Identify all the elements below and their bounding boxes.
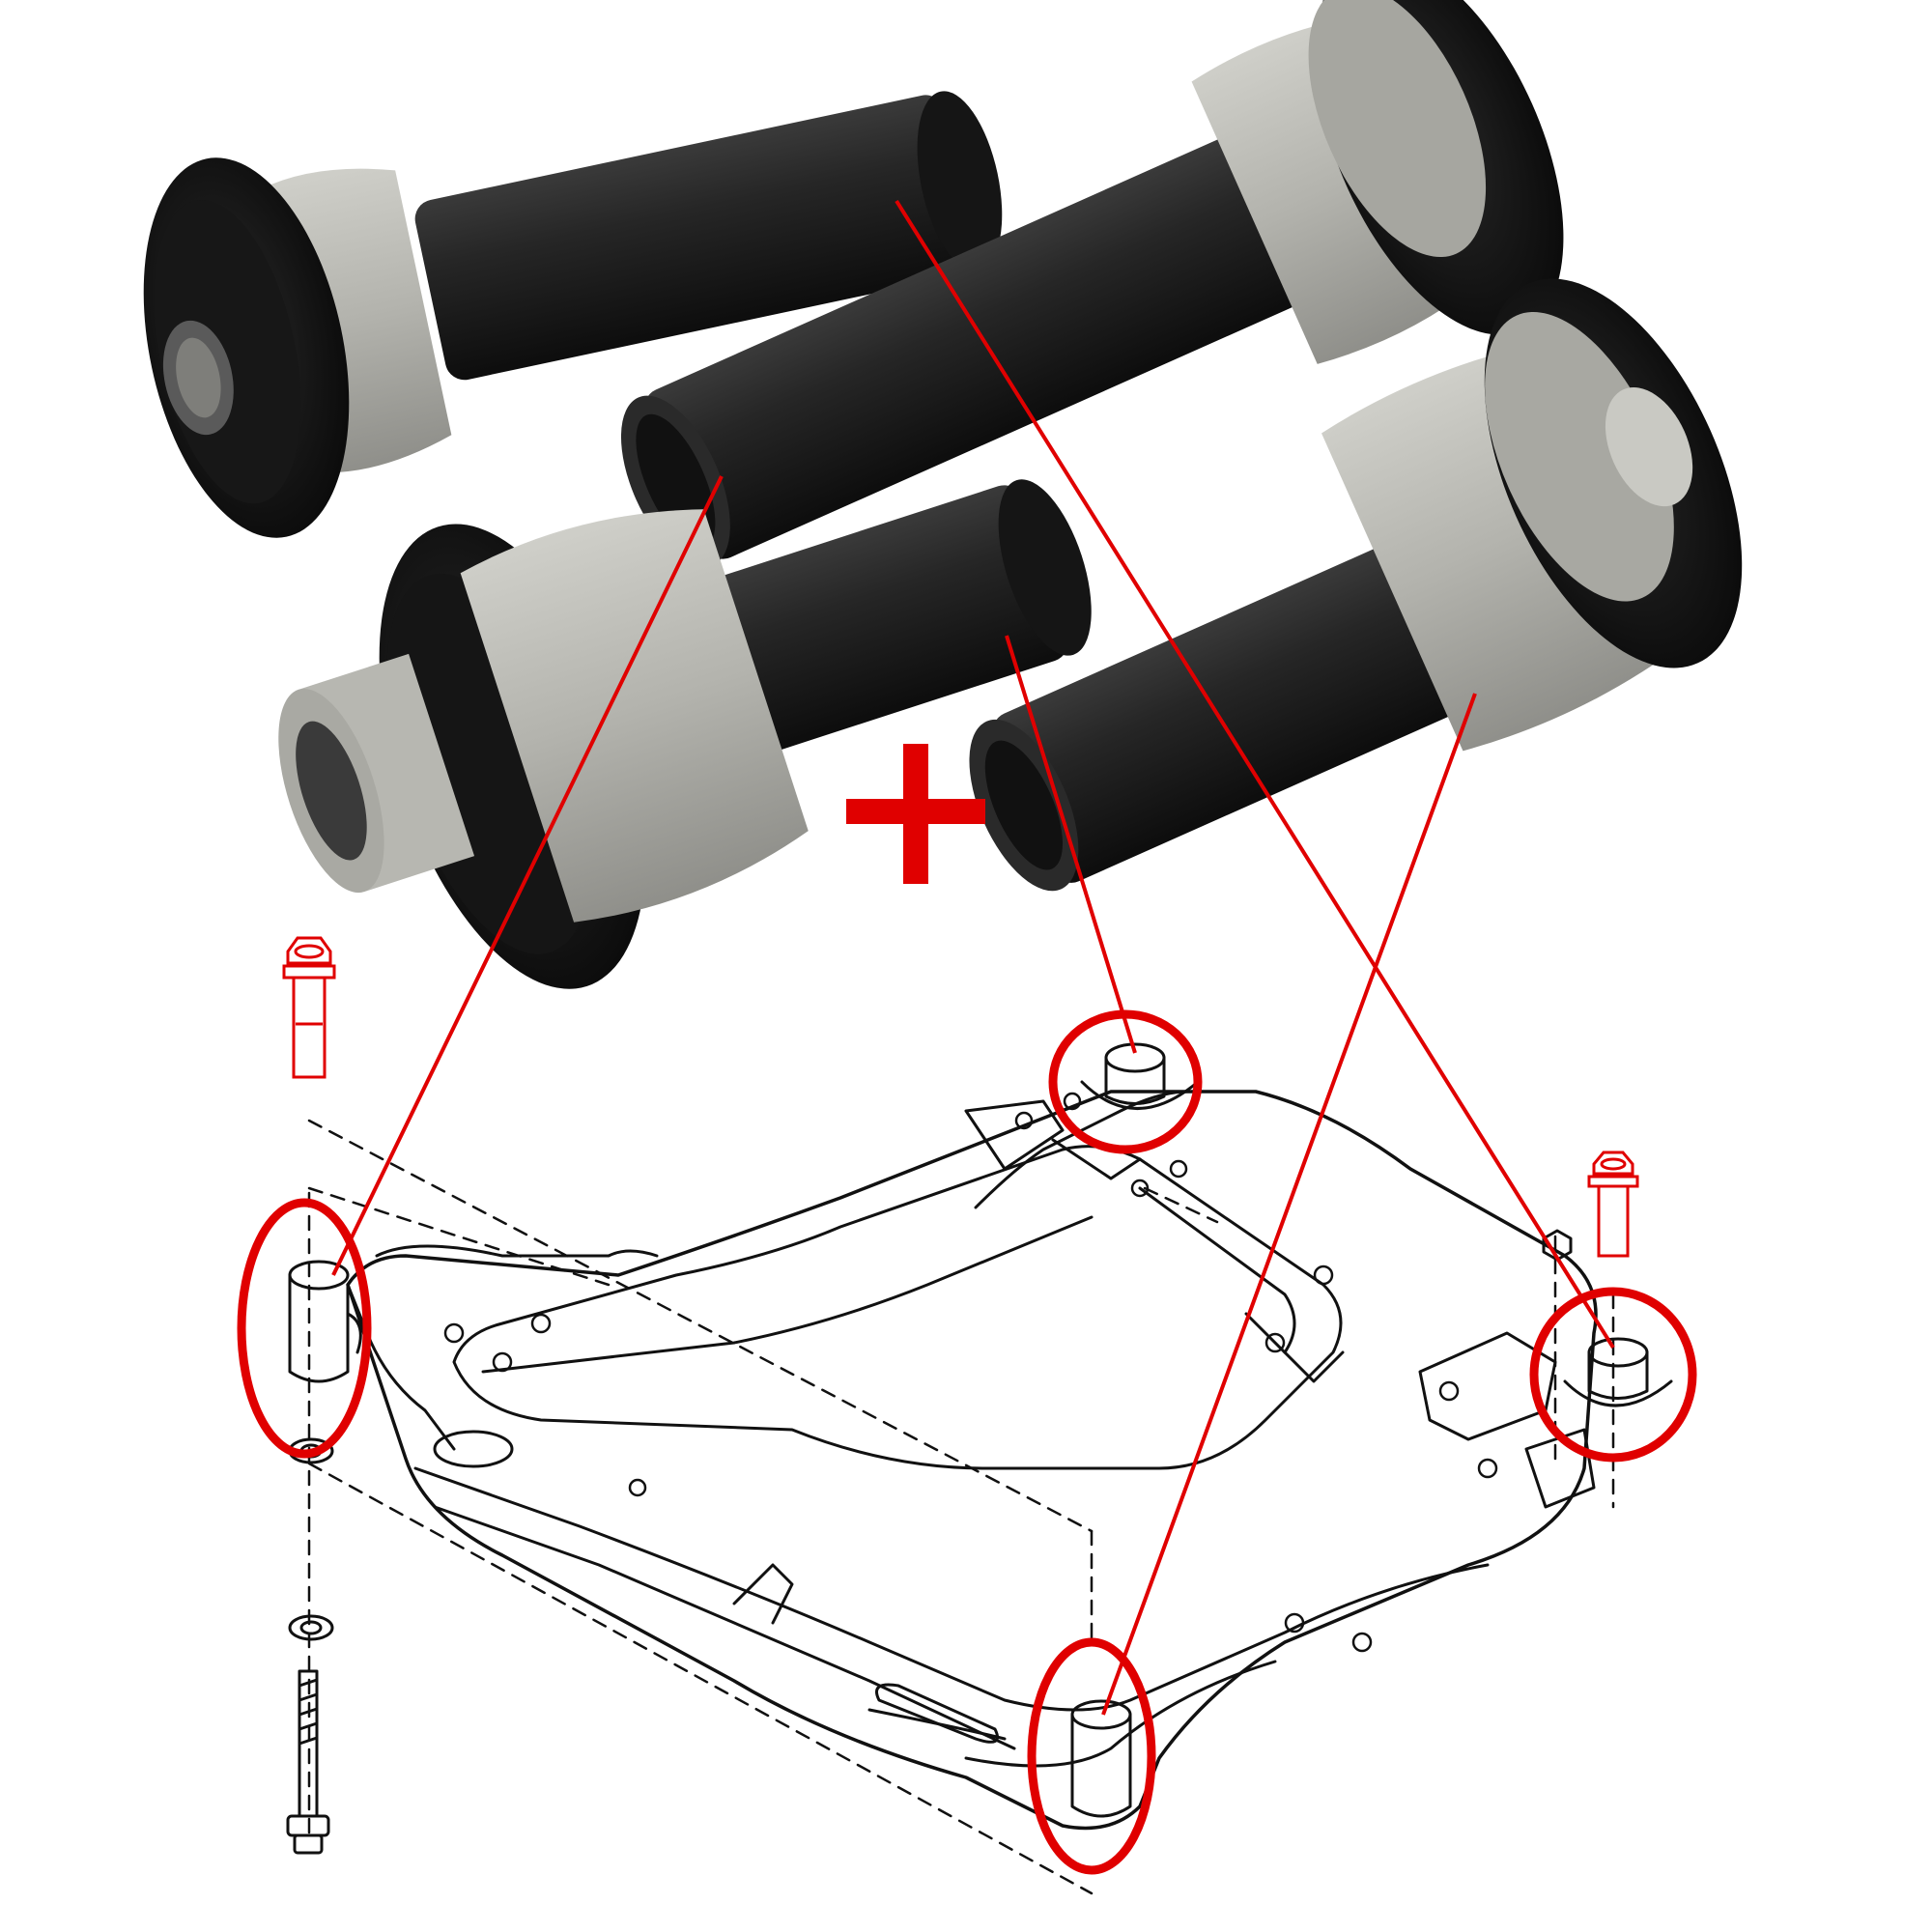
upper-bolt-left-icon bbox=[282, 936, 336, 1079]
rubber-flange bbox=[143, 157, 350, 538]
line-bushing-to-rear-mount bbox=[1005, 635, 1137, 1054]
bushing-front-left bbox=[278, 479, 1092, 989]
mount-boss-left bbox=[288, 1260, 362, 1383]
long-bolt-icon bbox=[286, 1669, 330, 1855]
highlight-front-mount bbox=[1027, 1637, 1156, 1875]
bore-hole bbox=[296, 721, 367, 861]
washer-lower bbox=[288, 1614, 334, 1641]
bushing-rear-left bbox=[143, 91, 1003, 538]
upper-bolt-right-icon bbox=[1587, 1151, 1639, 1258]
bolt-holes bbox=[443, 1092, 1498, 1653]
rubber-flange bbox=[1484, 278, 1743, 668]
highlight-right-mount bbox=[1529, 1287, 1697, 1463]
nut-icon bbox=[1542, 1229, 1573, 1262]
subframe-drawing bbox=[286, 1042, 1673, 1895]
inner-sleeve bbox=[278, 653, 475, 894]
line-bushing-to-left-mount bbox=[331, 475, 724, 1276]
bushing-front-right bbox=[969, 278, 1743, 892]
inner-sleeve bbox=[1605, 386, 1693, 507]
mount-boss-rear bbox=[1080, 1042, 1200, 1110]
connector-lines bbox=[331, 199, 1615, 1716]
mount-highlights bbox=[237, 1009, 1697, 1875]
highlight-left-mount bbox=[237, 1198, 372, 1459]
mount-boss-right bbox=[1563, 1337, 1673, 1407]
plus-icon bbox=[846, 744, 985, 884]
dashed-guide-lines bbox=[307, 1119, 1615, 1895]
highlight-rear-mount bbox=[1048, 1009, 1203, 1154]
line-bushing-to-front-mount bbox=[1101, 693, 1477, 1716]
rubber-sleeve bbox=[460, 509, 809, 923]
mount-boss-front bbox=[1070, 1699, 1132, 1818]
line-bushing-to-right-mount bbox=[895, 199, 1615, 1350]
rubber-flange bbox=[1308, 0, 1564, 335]
